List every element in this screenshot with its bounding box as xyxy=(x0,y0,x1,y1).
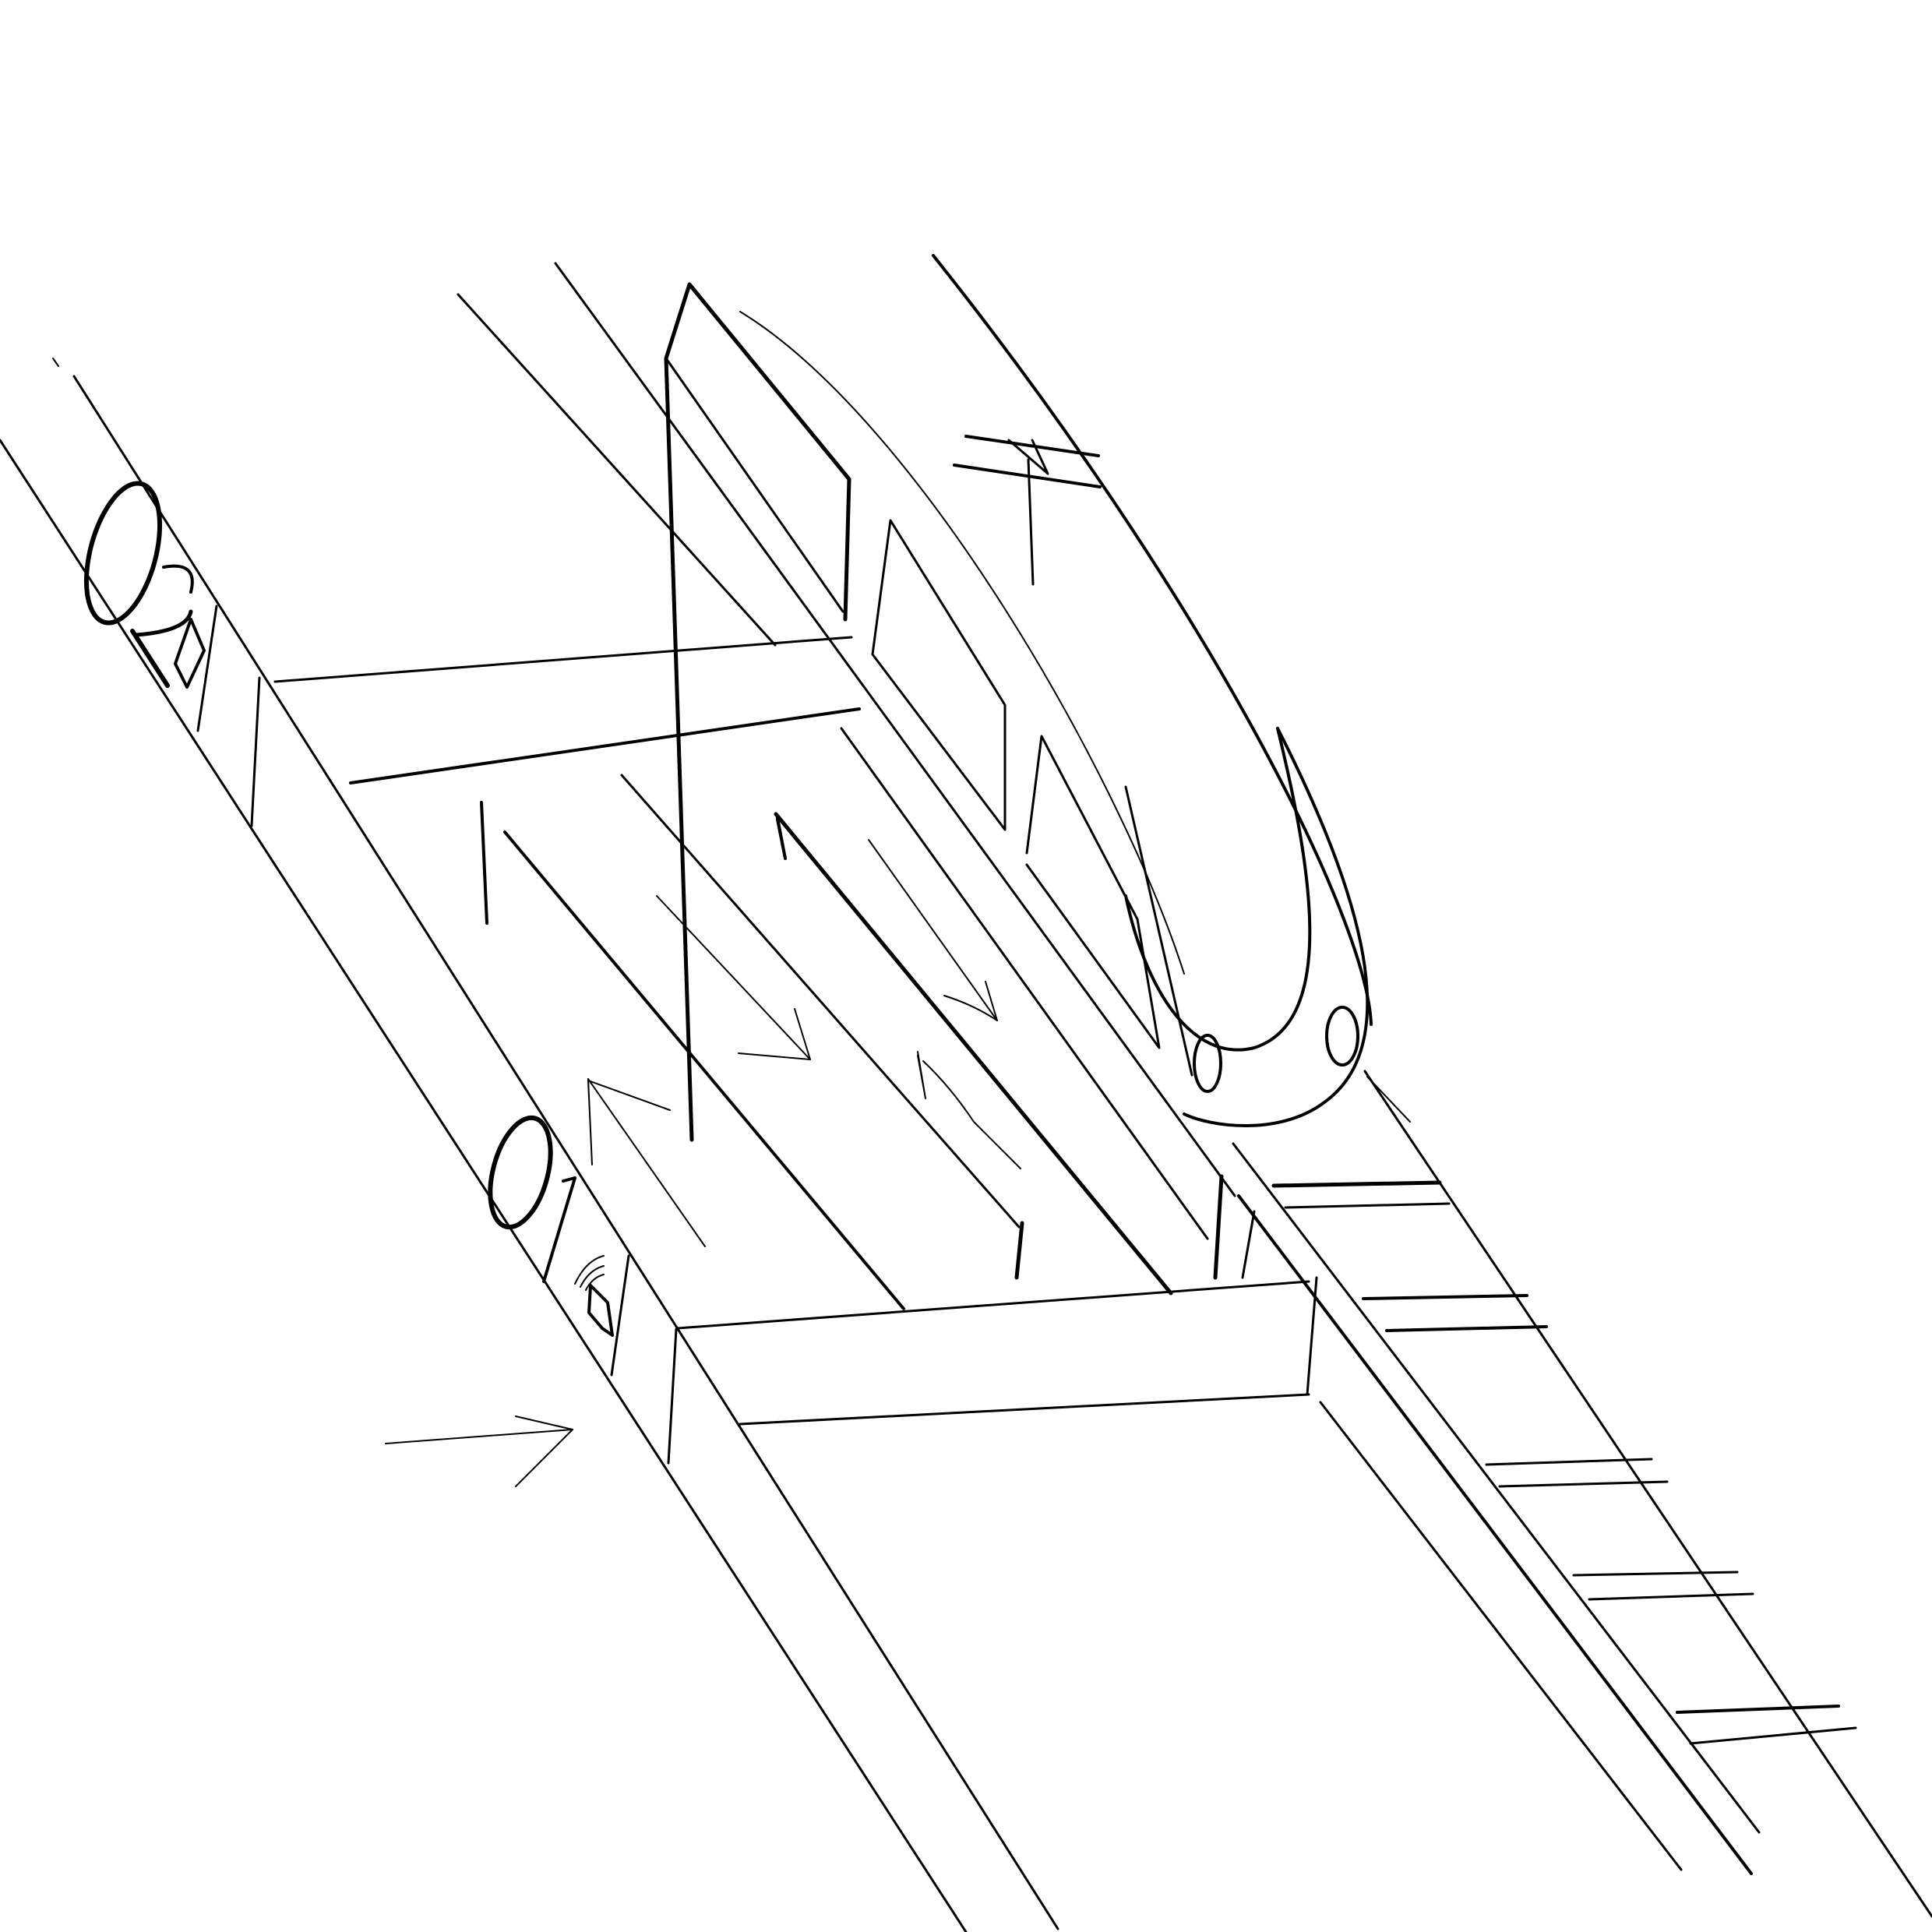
background xyxy=(0,0,1932,1932)
train-platform-sketch xyxy=(0,0,1932,1932)
